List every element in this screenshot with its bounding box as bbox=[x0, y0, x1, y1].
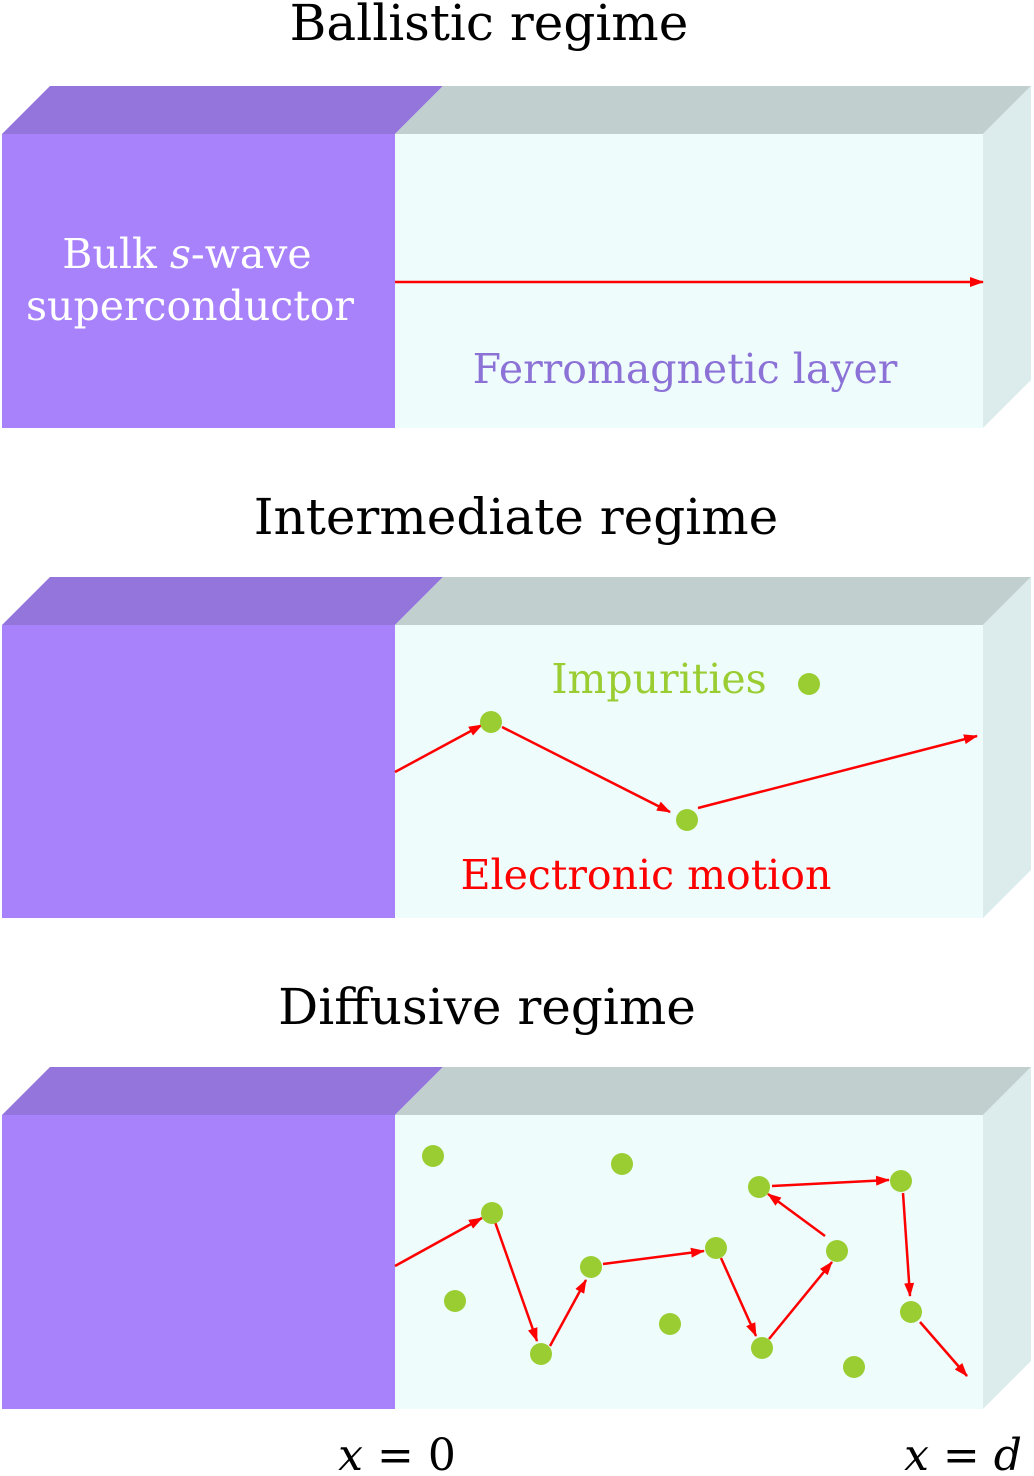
impurity-dot bbox=[748, 1176, 770, 1198]
intermediate-impurities bbox=[480, 673, 820, 831]
path-segment bbox=[719, 1257, 758, 1337]
path-segment bbox=[771, 1175, 890, 1188]
path-segment bbox=[602, 1247, 705, 1266]
diffusive-impurities bbox=[422, 1145, 922, 1378]
x-equals-zero-label: x = 0 bbox=[338, 1430, 456, 1476]
ballistic-title: Ballistic regime bbox=[290, 0, 689, 52]
intermediate-electron-path bbox=[394, 723, 978, 814]
diffusive-title: Diffusive regime bbox=[278, 978, 696, 1036]
ferromagnet-top-face bbox=[395, 1067, 1031, 1115]
diffusive-panel: Diffusive regime bbox=[2, 978, 1031, 1409]
impurity-dot bbox=[580, 1256, 602, 1278]
superconductor-label-line1: Bulk s-wave bbox=[62, 230, 311, 278]
path-segment bbox=[901, 1192, 915, 1297]
intermediate-slab bbox=[2, 577, 1031, 918]
intermediate-panel: Intermediate regime Impurities Electroni… bbox=[2, 488, 1031, 918]
impurity-dot bbox=[444, 1290, 466, 1312]
superconductor-top-face bbox=[2, 1067, 443, 1115]
path-segment bbox=[548, 1279, 588, 1347]
path-segment bbox=[493, 1221, 539, 1342]
impurity-dot bbox=[890, 1170, 912, 1192]
x-equals-d-label: x = d bbox=[904, 1430, 1022, 1476]
path-segment bbox=[768, 1261, 833, 1340]
impurity-dot bbox=[843, 1356, 865, 1378]
impurity-dot bbox=[611, 1153, 633, 1175]
impurity-dot bbox=[826, 1240, 848, 1262]
impurity-dot bbox=[422, 1145, 444, 1167]
ferromagnet-front-face bbox=[395, 625, 983, 918]
ferromagnet-side-face bbox=[983, 577, 1031, 918]
ferromagnetic-layer-label: Ferromagnetic layer bbox=[473, 345, 898, 393]
path-segment bbox=[394, 723, 483, 774]
electronic-motion-label: Electronic motion bbox=[461, 851, 832, 899]
diffusive-electron-path bbox=[394, 1175, 968, 1377]
ferromagnet-top-face bbox=[395, 86, 1031, 134]
path-segment bbox=[697, 734, 978, 810]
ferromagnet-side-face bbox=[983, 1067, 1031, 1409]
impurity-dot bbox=[480, 711, 502, 733]
diffusive-slab bbox=[2, 1067, 1031, 1409]
path-segment bbox=[919, 1321, 968, 1377]
superconductor-top-face bbox=[2, 577, 443, 625]
impurity-dot bbox=[659, 1313, 681, 1335]
ballistic-panel: Ballistic regime Bulk s-wave superconduc… bbox=[2, 0, 1031, 428]
path-segment bbox=[767, 1192, 826, 1238]
superconductor-front-face bbox=[2, 625, 395, 918]
impurity-dot bbox=[676, 809, 698, 831]
superconductor-front-face bbox=[2, 134, 395, 428]
ferromagnet-top-face bbox=[395, 577, 1031, 625]
intermediate-title: Intermediate regime bbox=[254, 488, 778, 546]
ferromagnet-side-face bbox=[983, 86, 1031, 428]
superconductor-top-face bbox=[2, 86, 443, 134]
ferromagnet-front-face bbox=[395, 1115, 983, 1409]
superconductor-label-line2: superconductor bbox=[26, 282, 354, 330]
impurity-dot bbox=[705, 1237, 727, 1259]
impurity-dot bbox=[530, 1343, 552, 1365]
impurity-dot bbox=[900, 1301, 922, 1323]
impurity-dot bbox=[751, 1337, 773, 1359]
impurity-dot bbox=[481, 1202, 503, 1224]
path-segment bbox=[501, 725, 671, 814]
superconductor-front-face bbox=[2, 1115, 395, 1409]
impurity-dot bbox=[798, 673, 820, 695]
impurities-label: Impurities bbox=[551, 655, 766, 703]
path-segment bbox=[394, 1216, 483, 1268]
